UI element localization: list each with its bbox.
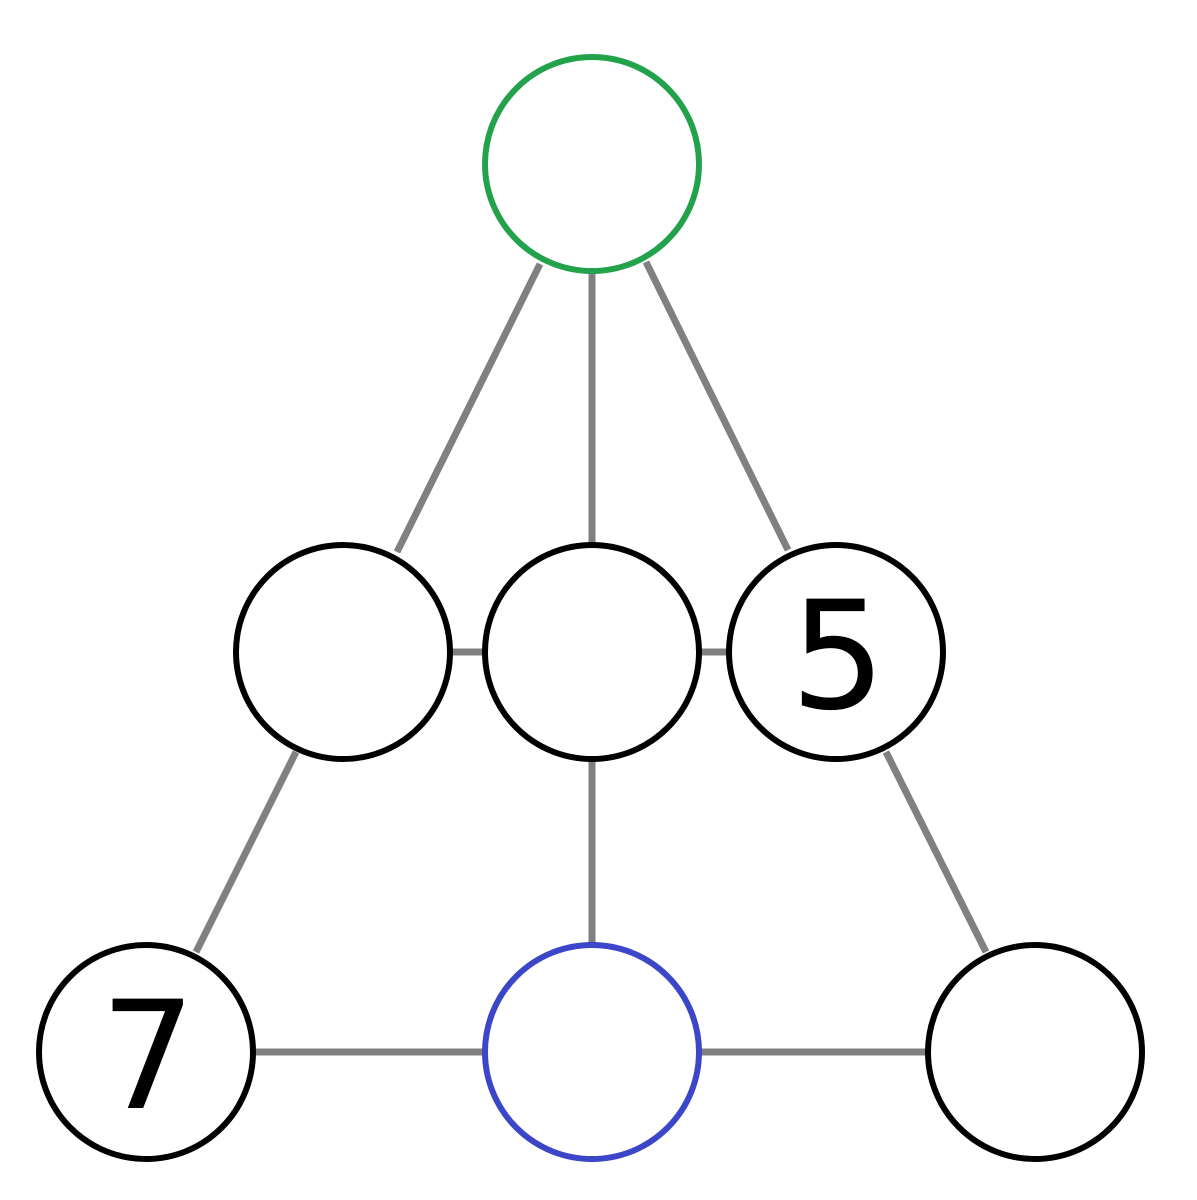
node-middle-left xyxy=(233,542,453,762)
node-bottom-left: 7 xyxy=(36,942,256,1162)
node-top-circle xyxy=(482,54,702,274)
edge-top-middle-right xyxy=(642,260,792,552)
edge-top-middle-left xyxy=(393,262,544,554)
node-middle-left-circle xyxy=(233,542,453,762)
node-bottom-right xyxy=(925,942,1145,1162)
edges xyxy=(192,260,990,1056)
node-bottom-left-label: 7 xyxy=(100,970,195,1144)
node-bottom-center-circle xyxy=(482,942,702,1162)
edge-middle-left-bottom-left xyxy=(192,750,300,954)
node-top xyxy=(482,54,702,274)
edge-middle-right-bottom-right xyxy=(882,750,990,954)
node-middle-right-label: 5 xyxy=(790,570,885,744)
node-bottom-center xyxy=(482,942,702,1162)
node-middle-right: 5 xyxy=(726,542,946,762)
node-bottom-left-circle xyxy=(36,942,256,1162)
node-middle-right-circle xyxy=(726,542,946,762)
node-middle-center xyxy=(482,542,702,762)
node-middle-center-circle xyxy=(482,542,702,762)
node-bottom-right-circle xyxy=(925,942,1145,1162)
